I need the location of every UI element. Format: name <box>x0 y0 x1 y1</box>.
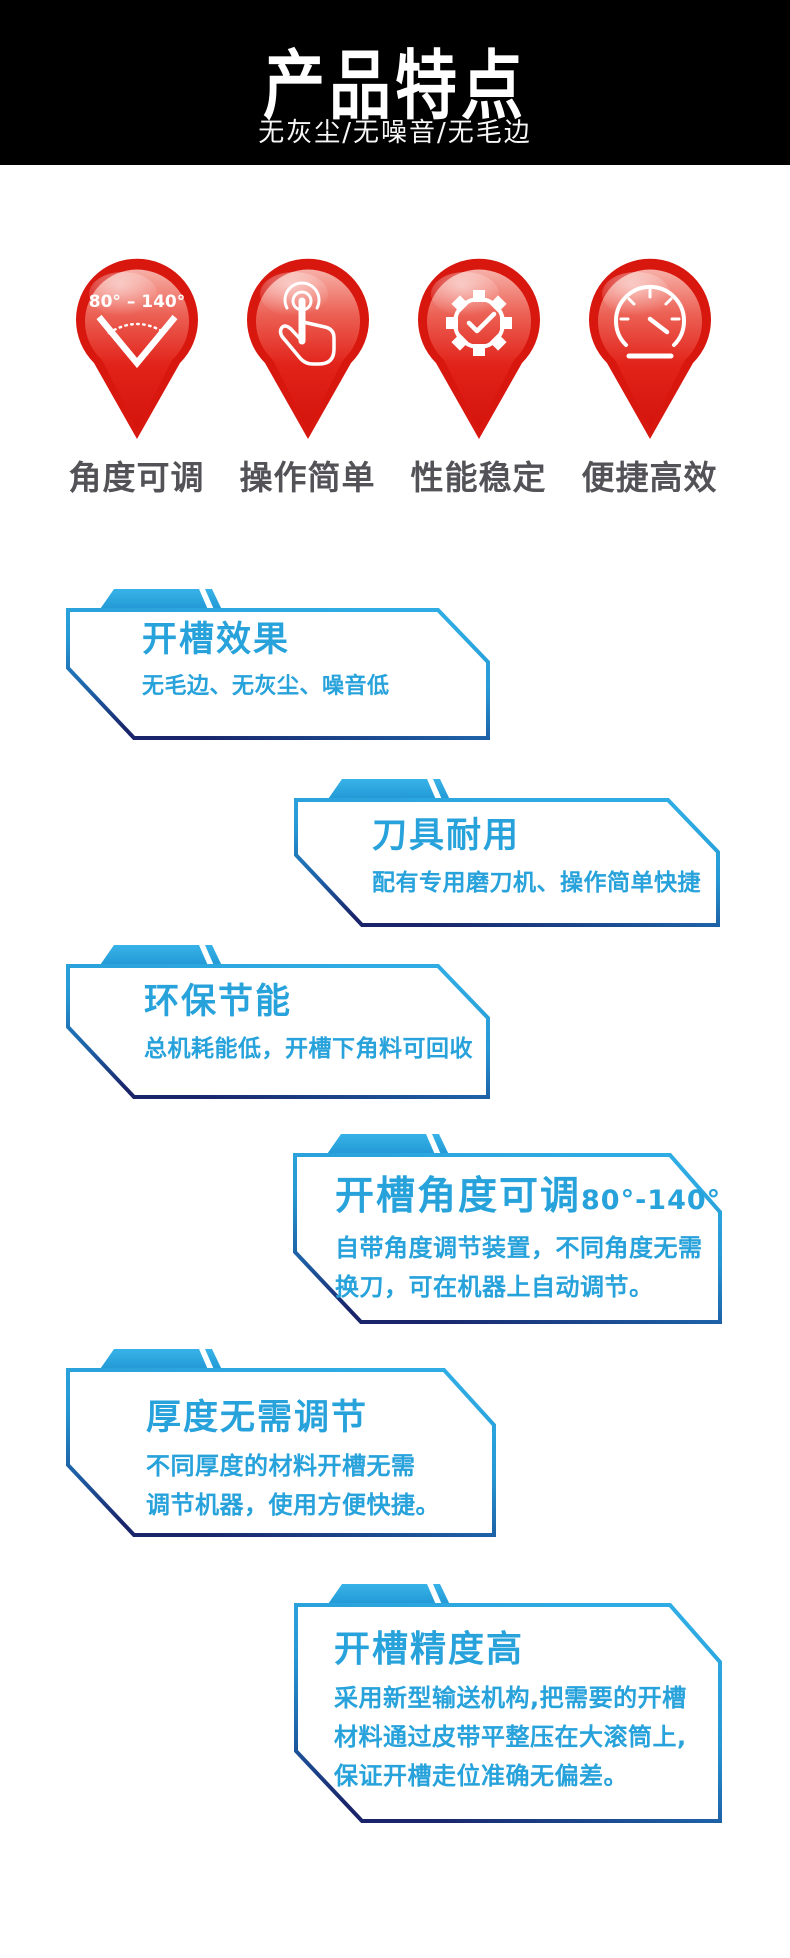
feature-label: 性能稳定 <box>410 458 547 497</box>
tap-finger-icon <box>278 281 336 366</box>
callout-frame <box>66 945 490 1099</box>
angle-range-icon: 80° – 140° <box>88 292 185 369</box>
feature-label: 便捷高效 <box>581 458 718 497</box>
callout-tab <box>98 1349 209 1372</box>
callout-frame <box>294 779 720 927</box>
callout-title: 开槽角度可调80°-140° <box>335 1174 722 1220</box>
callout-desc: 自带角度调节装置，不同角度无需 换刀，可在机器上自动调节。 <box>335 1233 703 1301</box>
speedometer-icon <box>613 285 686 359</box>
callout-title: 开槽效果 <box>142 620 291 660</box>
callout-title: 开槽精度高 <box>334 1629 525 1670</box>
feature-label: 操作简单 <box>239 458 376 497</box>
callout-box-eco-energy: 环保节能 总机耗能低，开槽下角料可回收 <box>66 945 490 1099</box>
pin-icon <box>417 258 540 439</box>
callout-title-main: 开槽角度可调 <box>335 1174 582 1219</box>
angle-range-text: 80° – 140° <box>88 292 184 312</box>
callout-box-no-thickness-adjust: 厚度无需调节 不同厚度的材料开槽无需 调节机器，使用方便快捷。 <box>66 1349 496 1537</box>
pin-icon: 80° – 140° <box>75 258 198 439</box>
callout-title: 环保节能 <box>144 982 293 1022</box>
callout-box-durable-cutter: 刀具耐用 配有专用磨刀机、操作简单快捷 <box>294 779 720 927</box>
callout-title: 厚度无需调节 <box>146 1398 369 1438</box>
callout-tab <box>326 779 437 802</box>
callout-desc: 配有专用磨刀机、操作简单快捷 <box>372 870 701 897</box>
callout-frame <box>294 1584 722 1823</box>
callout-tab <box>98 945 209 968</box>
feature-easy-operation: 操作简单 <box>222 253 393 499</box>
callout-desc: 采用新型输送机构,把需要的开槽 材料通过皮带平整压在大滚筒上, 保证开槽走位准确… <box>334 1684 687 1791</box>
page-title: 产品特点 <box>262 41 527 131</box>
callout-desc: 无毛边、无灰尘、噪音低 <box>142 674 390 700</box>
callout-title: 刀具耐用 <box>372 816 521 856</box>
feature-angle-adjustable: 80° – 140° 角度可调 <box>51 253 222 499</box>
callout-desc: 总机耗能低，开槽下角料可回收 <box>144 1036 473 1063</box>
callout-frame <box>293 1134 722 1324</box>
callout-desc: 不同厚度的材料开槽无需 调节机器，使用方便快捷。 <box>146 1452 440 1520</box>
page-subtitle: 无灰尘/无噪音/无毛边 <box>258 118 532 148</box>
callout-tab <box>325 1134 436 1157</box>
callout-frame <box>66 1349 496 1537</box>
callout-tab <box>98 589 209 612</box>
page-header: 产品特点 无灰尘/无噪音/无毛边 <box>0 0 790 165</box>
feature-label: 角度可调 <box>68 458 205 497</box>
feature-stable-performance: 性能稳定 <box>393 253 564 499</box>
pin-icon <box>588 258 711 439</box>
callout-tab <box>326 1584 437 1607</box>
callout-box-adjustable-angle: 开槽角度可调80°-140° 自带角度调节装置，不同角度无需 换刀，可在机器上自… <box>293 1134 722 1324</box>
callout-frame <box>66 589 490 740</box>
callout-box-groove-effect: 开槽效果 无毛边、无灰尘、噪音低 <box>66 589 490 740</box>
feature-efficient: 便捷高效 <box>564 253 735 499</box>
callout-title-suffix: 80°-140° <box>581 1185 722 1216</box>
pin-icon <box>246 258 369 439</box>
callout-box-high-precision: 开槽精度高 采用新型输送机构,把需要的开槽 材料通过皮带平整压在大滚筒上, 保证… <box>294 1584 722 1823</box>
